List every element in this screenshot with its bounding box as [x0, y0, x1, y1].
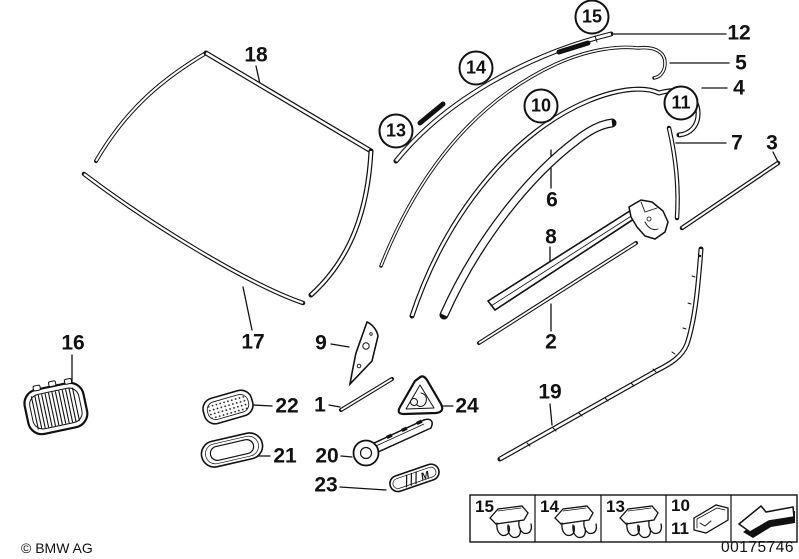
- mirror-base-plate-9: [348, 320, 379, 387]
- legend-label-14: 14: [540, 497, 559, 516]
- legend-label-13: 13: [606, 497, 625, 516]
- callout-24: 24: [455, 394, 479, 418]
- windshield-moulding-18: [94, 53, 371, 295]
- legend-label-15: 15: [475, 497, 494, 516]
- callout-5: 5: [735, 51, 747, 75]
- m-emblem-23: M: [389, 463, 440, 493]
- circled-callout-10: 10: [523, 88, 559, 124]
- circled-callout-13: 13: [378, 113, 414, 149]
- trim-strip-3: [682, 163, 778, 228]
- circled-callout-15: 15: [574, 0, 610, 35]
- callout-18: 18: [244, 43, 268, 67]
- callout-7: 7: [731, 131, 743, 155]
- legend-box: [469, 494, 798, 543]
- callout-12: 12: [727, 21, 751, 45]
- callout-6: 6: [546, 188, 558, 212]
- window-sill-strip-8: [486, 199, 669, 312]
- clip-bracket-20: [352, 418, 433, 467]
- kidney-grille-16: [23, 378, 89, 436]
- callout-8: 8: [545, 225, 557, 249]
- circled-callout-14: 14: [458, 50, 494, 86]
- trim-strip-1: [339, 377, 394, 412]
- circled-callout-11: 11: [663, 85, 699, 121]
- direction-arrow-icon: [737, 504, 795, 538]
- callout-20: 20: [315, 444, 339, 468]
- mesh-grille-22: [202, 389, 254, 425]
- callout-19: 19: [538, 380, 562, 404]
- grille-surround-21: [200, 432, 264, 468]
- callout-21: 21: [273, 444, 297, 468]
- callout-2: 2: [545, 330, 557, 354]
- windshield-lower-moulding-17: [84, 174, 303, 303]
- leader-lines: [71, 33, 779, 491]
- callout-16: 16: [61, 331, 85, 355]
- callout-9: 9: [315, 331, 327, 355]
- legend-label-11: 11: [671, 519, 689, 538]
- callout-22: 22: [275, 394, 299, 418]
- roof-moulding-strip-12: [396, 34, 611, 161]
- copyright-text: © BMW AG: [21, 540, 93, 556]
- warning-label-24: [397, 375, 444, 416]
- b-pillar-trim-7: [669, 128, 678, 218]
- legend-label-10: 10: [671, 496, 690, 515]
- flat-clip-icon: [693, 504, 729, 534]
- callout-3: 3: [766, 131, 778, 155]
- callout-4: 4: [733, 76, 745, 100]
- diagram-part-number: 00175746: [721, 539, 794, 556]
- entry-strip-19: [500, 249, 701, 459]
- callout-23: 23: [314, 473, 338, 497]
- callout-17: 17: [241, 330, 265, 354]
- window-frame-seal-5: [379, 45, 667, 268]
- callout-1: 1: [314, 393, 326, 417]
